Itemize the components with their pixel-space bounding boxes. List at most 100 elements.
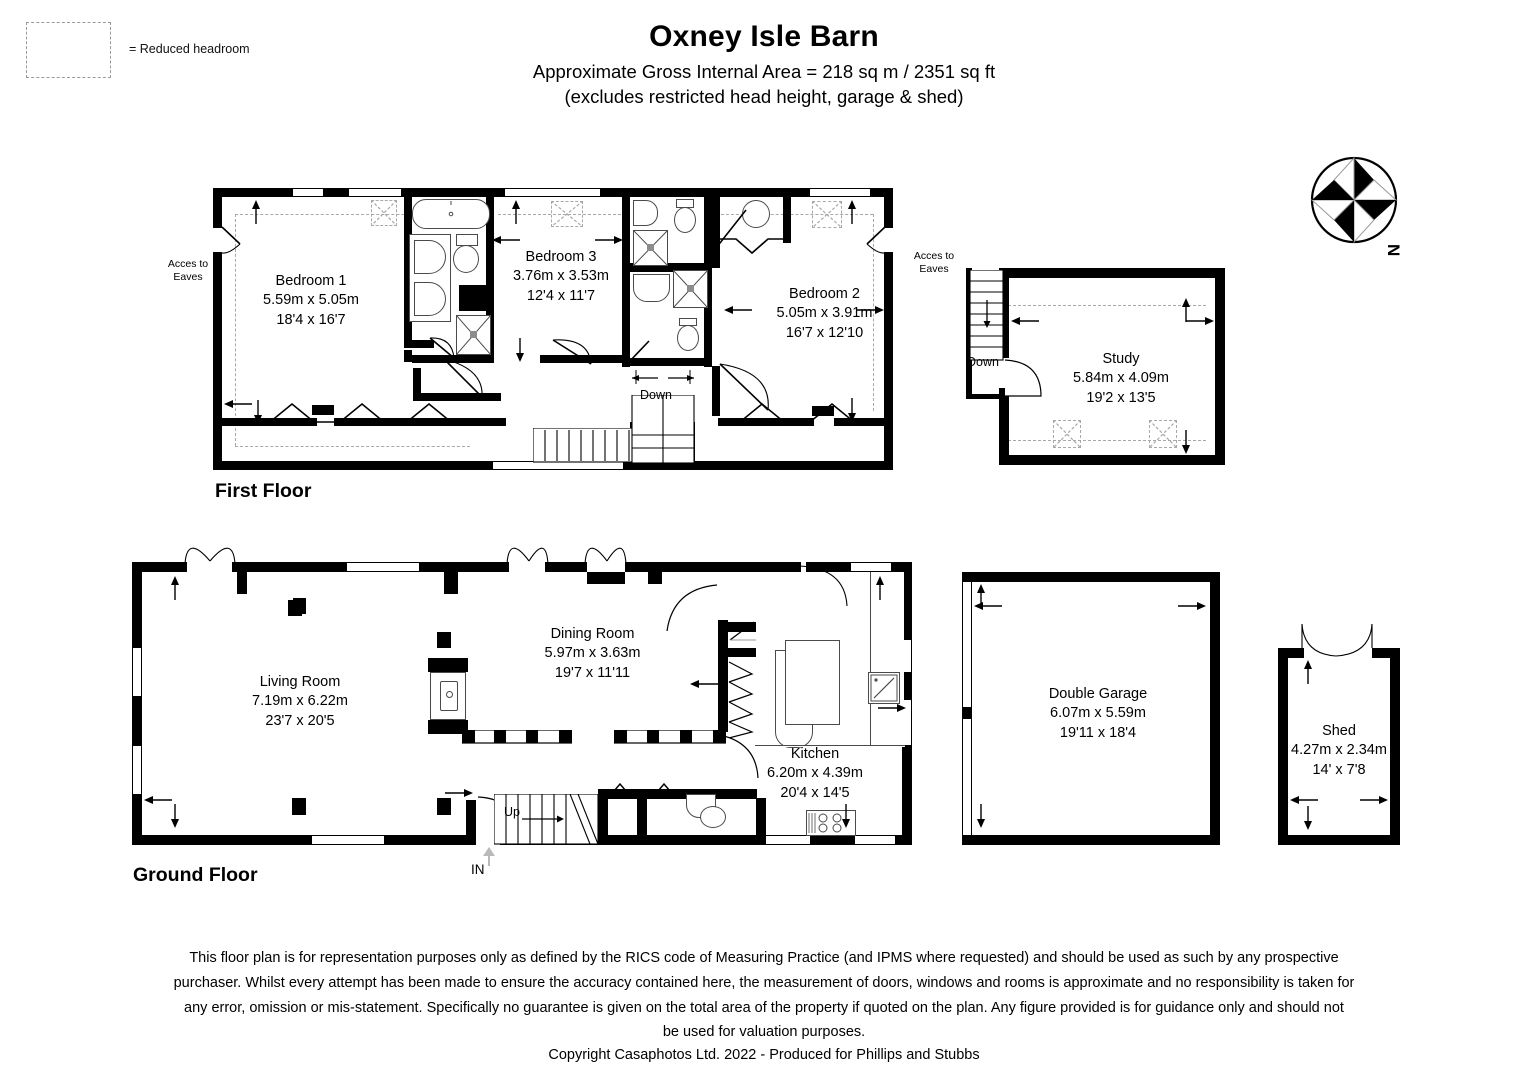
- headroom-dash-bed2-right: [873, 214, 874, 411]
- dim-arrow-bed1-top: [252, 200, 260, 224]
- wall-gf-top-2: [232, 562, 347, 572]
- window-gf-top-1: [347, 562, 419, 572]
- room-imperial: 23'7 x 20'5: [265, 712, 335, 729]
- dim-arrow-bed3-top: [512, 200, 520, 224]
- room-imperial: 20'4 x 14'5: [780, 784, 850, 801]
- wall-study-stair-bottom: [966, 394, 1004, 399]
- note-eaves-left-line1: Acces to: [167, 258, 209, 270]
- note-eaves-left-line2: Eaves: [173, 271, 203, 284]
- door-dining-hall: [666, 584, 718, 632]
- room-label-study: Study 5.84m x 4.09m 19'2 x 13'5: [1038, 350, 1204, 408]
- dim-arrow-garage-bottom: [977, 804, 985, 828]
- wall-ff-top-1: [213, 188, 293, 197]
- staircase-study: [970, 270, 1004, 361]
- dim-arrow-kitchen-top: [876, 576, 884, 600]
- room-imperial: 19'2 x 13'5: [1086, 389, 1156, 406]
- wall-gf-nib-3: [587, 572, 625, 584]
- room-label-kitchen: Kitchen 6.20m x 4.39m 20'4 x 14'5: [730, 745, 900, 803]
- half-wall-living-dining: [462, 730, 572, 744]
- gross-area-line: Approximate Gross Internal Area = 218 sq…: [532, 61, 996, 82]
- wall-gf-right-3: [902, 745, 912, 845]
- dim-arrow-gf-lr-bottom: [171, 804, 179, 828]
- room-metric: 5.97m x 3.63m: [544, 645, 641, 662]
- note-eaves-right-line1: Acces to: [913, 250, 955, 262]
- wall-study-left-lower: [999, 388, 1009, 465]
- wall-bed1-ensuite-sill: [404, 340, 434, 348]
- room-label-living-room: Living Room 7.19m x 6.22m 23'7 x 20'5: [205, 673, 395, 731]
- dim-arrow-shed-top: [1304, 660, 1312, 684]
- wall-bed1-ensuite-jamb: [404, 350, 412, 362]
- window-gf-top-2: [851, 562, 891, 572]
- headroom-dash-bed2-top: [716, 214, 873, 215]
- shower-x-upper: [633, 230, 668, 266]
- wall-bed2-left-mid: [712, 243, 720, 268]
- shower-x-ensuite: [456, 315, 491, 355]
- stair-down-label: Down: [640, 388, 672, 402]
- dim-arrow-study-bottom: [1182, 430, 1190, 454]
- wall-ff-bottom-1: [213, 461, 493, 470]
- room-name: Kitchen: [790, 746, 840, 762]
- wall-garage-right: [1210, 572, 1220, 845]
- door-eaves-left: [221, 226, 241, 254]
- door-dining-wc: [713, 733, 759, 779]
- wall-ff-left-1: [213, 188, 222, 228]
- dim-arrow-bed3-bottom: [516, 338, 524, 362]
- wall-bed3-bottom: [540, 355, 630, 363]
- room-metric: 4.27m x 2.34m: [1291, 742, 1387, 759]
- wall-bed1-cill-2: [334, 418, 506, 426]
- wall-gf-top-4: [545, 562, 587, 572]
- headroom-x-bed1: [371, 200, 397, 226]
- door-bedroom-2: [719, 363, 769, 411]
- headroom-box-bed3: [551, 201, 583, 227]
- dim-arrow-garage-left: [974, 602, 1002, 610]
- room-label-bedroom-2: Bedroom 2 5.05m x 3.91m 16'7 x 12'10: [742, 285, 907, 343]
- wall-shed-bottom: [1278, 835, 1400, 845]
- ground-floor-label: Ground Floor: [133, 864, 258, 886]
- staircase-ground-floor: [494, 794, 598, 845]
- wall-ff-top-3: [401, 188, 505, 197]
- door-utility-cupboard: [729, 621, 756, 641]
- headroom-x-bed2: [812, 201, 842, 228]
- wall-study-stair-left: [966, 268, 972, 398]
- dim-arrow-bed2-top: [848, 200, 856, 224]
- basin-1-fixture: [414, 240, 446, 274]
- room-imperial: 18'4 x 16'7: [276, 311, 346, 328]
- kitchen-island-top: [785, 640, 840, 725]
- dim-arrow-shed-left: [1290, 796, 1318, 804]
- wall-ensuite-nib: [459, 285, 494, 311]
- headroom-dash-bed1-left: [235, 214, 236, 446]
- room-label-shed: Shed 4.27m x 2.34m 14' x 7'8: [1258, 722, 1420, 780]
- shed-interior: [1278, 648, 1400, 845]
- headroom-box-bed2: [812, 201, 842, 228]
- room-metric: 3.76m x 3.53m: [513, 268, 609, 285]
- door-gf-top-3: [584, 547, 627, 565]
- kitchen-worktop-right: [870, 572, 904, 747]
- headroom-dash-study-bottom: [1008, 440, 1206, 441]
- wall-gf-right-1: [902, 562, 912, 640]
- room-label-dining-room: Dining Room 5.97m x 3.63m 19'7 x 11'11: [495, 625, 690, 683]
- dim-arrow-gf-lr-top: [171, 576, 179, 600]
- note-eaves-left: Acces to Eaves: [152, 258, 224, 284]
- headroom-dash-bed1-bottom: [235, 446, 470, 447]
- wc-pan-lower: [677, 325, 699, 351]
- dim-arrow-bed2-bottom: [848, 398, 856, 422]
- wall-gf-bottom-6: [895, 835, 912, 845]
- door-kitchen-external: [798, 565, 848, 607]
- wall-gf-pier-2: [437, 632, 451, 648]
- headroom-dash-bed3: [498, 214, 626, 215]
- wall-gf-nib-2: [444, 572, 458, 594]
- wall-gf-top-6: [661, 562, 801, 572]
- dim-arrow-bed2-right: [856, 306, 884, 314]
- room-name: Bedroom 2: [789, 286, 860, 302]
- wall-bed3-right-upper: [622, 197, 630, 322]
- stair-landing-flight: [631, 395, 695, 464]
- door-bedroom-3: [552, 339, 592, 365]
- room-label-bedroom-1: Bedroom 1 5.59m x 5.05m 18'4 x 16'7: [216, 272, 406, 330]
- wall-bed2-left-lower: [712, 366, 720, 416]
- door-gf-top-1: [184, 547, 236, 565]
- fireplace-top: [428, 658, 468, 672]
- dim-arrow-garage-right: [1178, 602, 1206, 610]
- wall-lr-pier-bottom: [292, 798, 306, 815]
- wall-bed2-left-upper: [712, 197, 720, 243]
